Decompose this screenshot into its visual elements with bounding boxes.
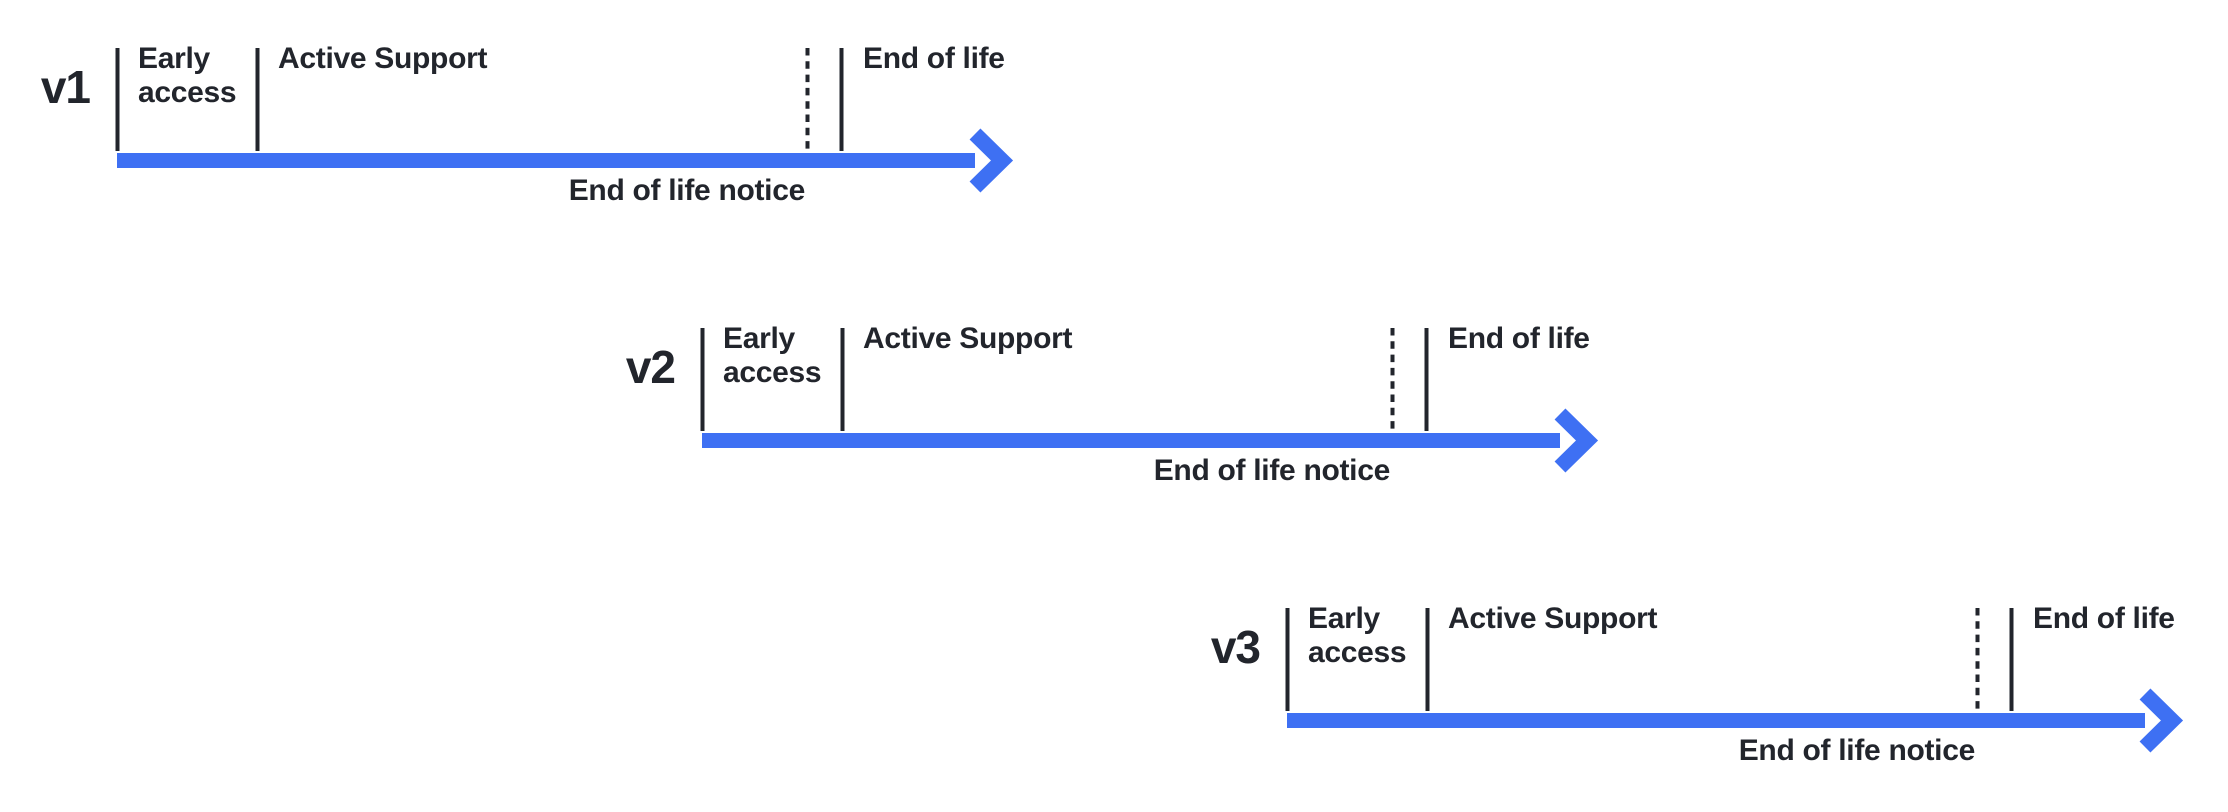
timeline-arrow-graphic (1285, 608, 2184, 753)
stage-label-active-support: Active Support (863, 322, 1073, 355)
stage-label-early-access: Early access (138, 42, 237, 109)
timeline-row-v2: v2 Early access Active Support End of li… (585, 280, 1655, 515)
stage-label-end-of-life-notice: End of life notice (1738, 734, 1976, 767)
version-label: v2 (625, 341, 676, 393)
stage-label-end-of-life-notice: End of life notice (568, 174, 806, 207)
arrowhead-icon (969, 128, 1014, 193)
stage-label-active-support: Active Support (1448, 602, 1658, 635)
version-label: v1 (40, 61, 91, 113)
timeline-row-v1: v1 Early access Active Support End of li… (0, 0, 1070, 235)
stage-label-active-support: Active Support (278, 42, 488, 75)
stage-label-early-access: Early access (723, 322, 822, 389)
stage-label-end-of-life: End of life (1448, 322, 1590, 355)
stage-label-end-of-life: End of life (863, 42, 1005, 75)
timeline-arrow-graphic (115, 48, 1014, 193)
timeline-row-v3: v3 Early access Active Support End of li… (1170, 560, 2228, 795)
stage-label-early-access: Early access (1308, 602, 1407, 669)
arrowhead-icon (2139, 688, 2184, 753)
timeline-arrow-graphic (700, 328, 1599, 473)
version-label: v3 (1210, 621, 1261, 673)
stage-label-end-of-life: End of life (2033, 602, 2175, 635)
stage-label-end-of-life-notice: End of life notice (1153, 454, 1391, 487)
arrowhead-icon (1554, 408, 1599, 473)
